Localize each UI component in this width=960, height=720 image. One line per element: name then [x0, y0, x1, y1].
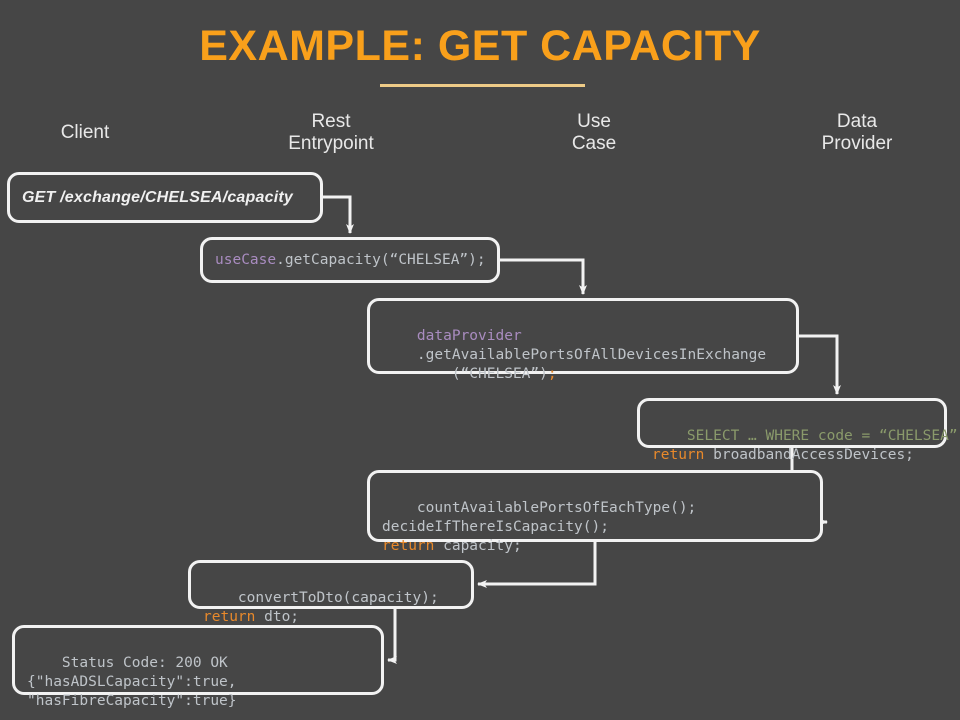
count-capacity-box[interactable]: countAvailablePortsOfEachType(); decideI… — [367, 470, 823, 554]
connector-convert-to-response — [387, 609, 397, 664]
sql-select-box[interactable]: SELECT … WHERE code = “CHELSEA” return b… — [637, 398, 958, 463]
sql-select-box-text: SELECT … WHERE code = “CHELSEA” return b… — [652, 428, 958, 463]
request-box[interactable]: GET /exchange/CHELSEA/capacity — [7, 172, 323, 223]
connector-dataprovider-to-sql — [799, 334, 841, 395]
response-box-text: Status Code: 200 OK {"hasADSLCapacity":t… — [27, 655, 237, 709]
title-underline — [380, 84, 585, 87]
convert-dto-box[interactable]: convertToDto(capacity); return dto; — [188, 560, 474, 625]
connector-usecase-to-dataprovider — [500, 258, 587, 295]
dataprovider-call-box-text: dataProvider .getAvailablePortsOfAllDevi… — [382, 328, 767, 382]
connector-request-to-usecase — [323, 195, 354, 234]
convert-dto-box-text: convertToDto(capacity); return dto; — [203, 590, 439, 625]
count-capacity-box-text: countAvailablePortsOfEachType(); decideI… — [382, 500, 697, 554]
column-header-use-case: Use Case — [571, 111, 617, 154]
column-header-rest-entrypoint: Rest Entrypoint — [288, 111, 374, 154]
column-header-client: Client — [60, 122, 110, 143]
usecase-call-box-text: useCase.getCapacity(“CHELSEA”); — [215, 251, 486, 268]
page-title: EXAMPLE: GET CAPACITY — [199, 22, 761, 70]
column-header-data-provider: Data Provider — [821, 111, 893, 154]
dataprovider-call-box[interactable]: dataProvider .getAvailablePortsOfAllDevi… — [367, 298, 799, 382]
response-box[interactable]: Status Code: 200 OK {"hasADSLCapacity":t… — [12, 625, 384, 709]
request-box-text: GET /exchange/CHELSEA/capacity — [22, 189, 293, 206]
usecase-call-box[interactable]: useCase.getCapacity(“CHELSEA”); — [200, 237, 500, 283]
